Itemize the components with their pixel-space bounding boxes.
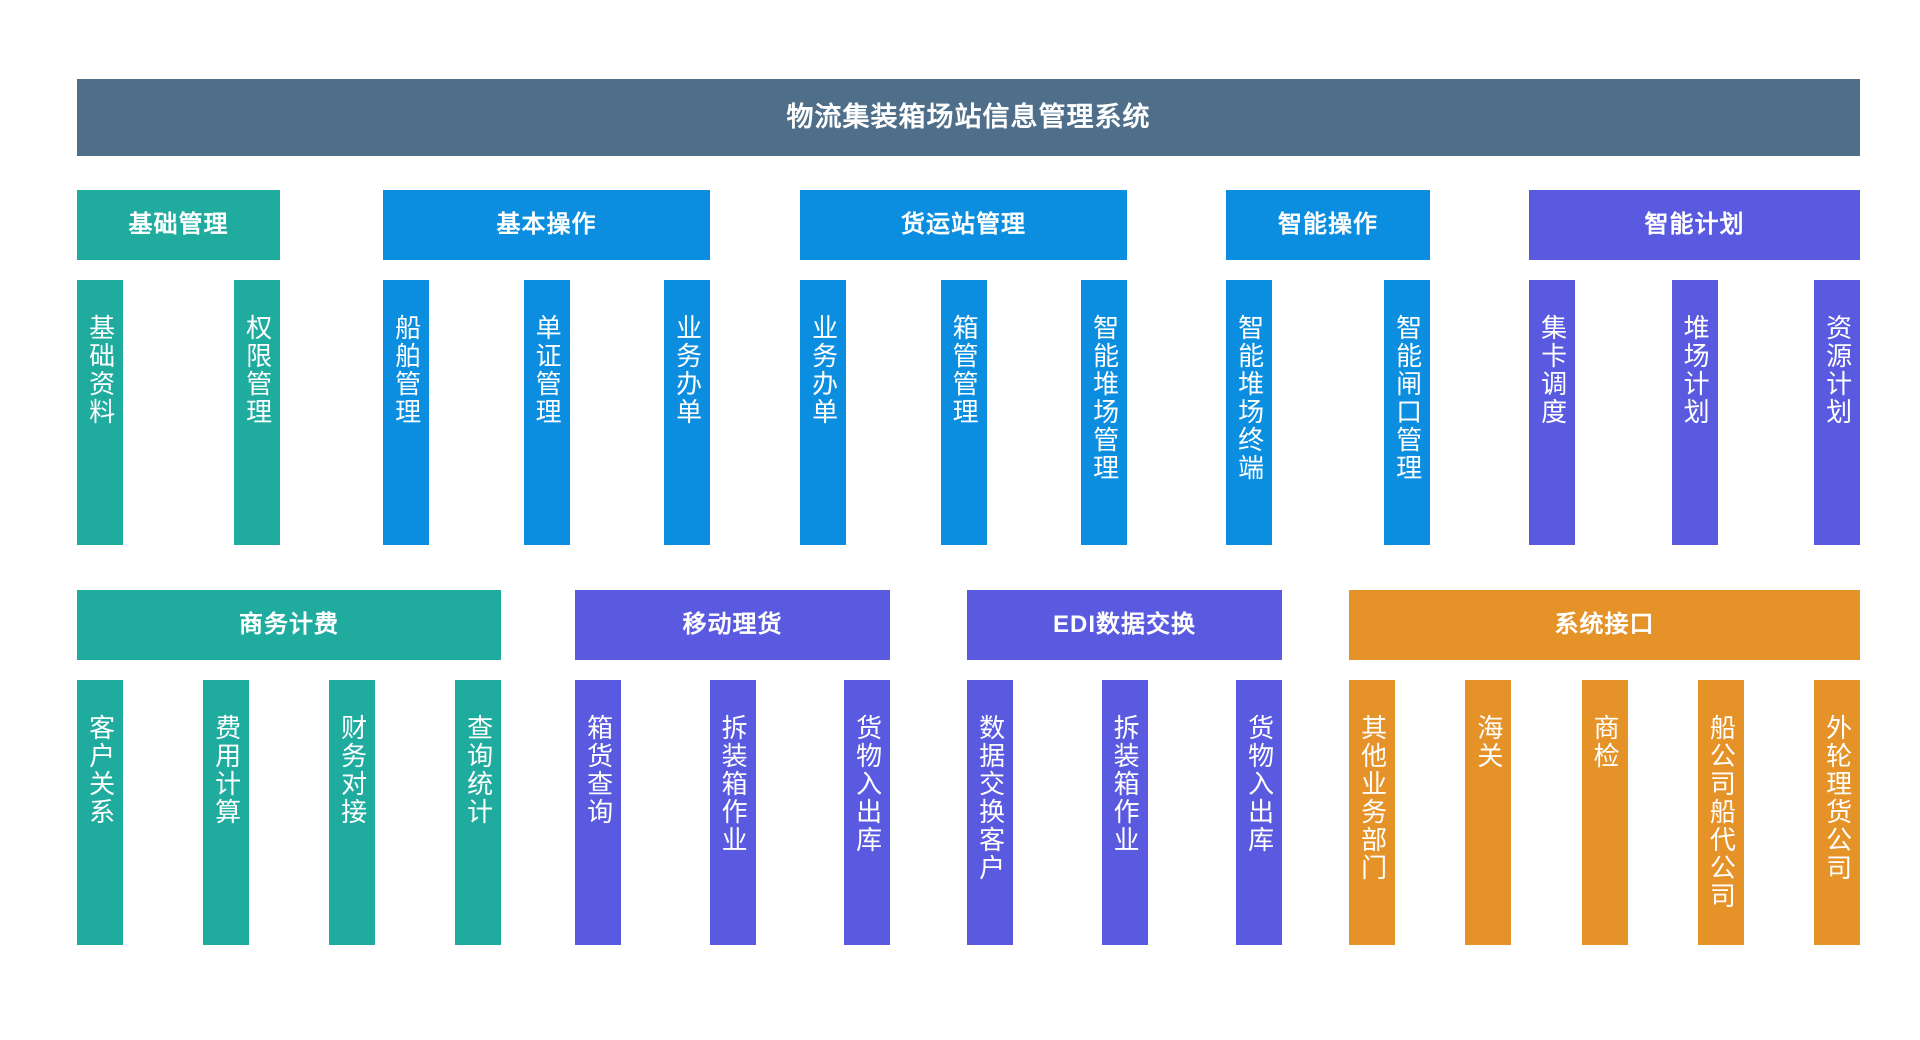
module-item-label: 单证管理 (532, 314, 563, 426)
module-item-label: 业务办单 (808, 314, 839, 426)
group-items: 集卡调度 堆场计划 资源计划 (1529, 280, 1860, 545)
module-item[interactable]: 业务办单 (664, 280, 710, 545)
module-item-label: 财务对接 (337, 714, 368, 826)
module-item[interactable]: 智能堆场终端 (1226, 280, 1272, 545)
module-group-3: 货运站管理业务办单 箱管管理 智能堆场管理 (800, 190, 1127, 545)
module-item[interactable]: 箱货查询 (575, 680, 621, 945)
group-items: 数据交换客户 拆装箱作业 货物入出库 (967, 680, 1282, 945)
module-item[interactable]: 基础资料 (77, 280, 123, 545)
module-item-label: 智能堆场管理 (1089, 314, 1120, 482)
group-header-label: 智能操作 (1278, 211, 1378, 238)
page-title: 物流集装箱场站信息管理系统 (786, 102, 1151, 132)
module-group-1: 商务计费客户关系 费用计算 财务对接 查询统计 (77, 590, 501, 945)
module-row-1: 基础管理基础资料 权限管理 基本操作船舶管理 单证管理 业务办单 货运站管理业务办单 箱管管… (0, 190, 1920, 546)
module-group-2: 基本操作船舶管理 单证管理 业务办单 (383, 190, 710, 545)
module-item-label: 拆装箱作业 (718, 714, 749, 854)
group-header[interactable]: 系统接口 (1349, 590, 1860, 660)
module-item[interactable]: 查询统计 (455, 680, 501, 945)
group-items: 基础资料 权限管理 (77, 280, 280, 545)
group-header[interactable]: EDI数据交换 (967, 590, 1282, 660)
module-item[interactable]: 外轮理货公司 (1814, 680, 1860, 945)
module-item[interactable]: 资源计划 (1814, 280, 1860, 545)
module-item-label: 查询统计 (463, 714, 494, 826)
module-item-label: 权限管理 (242, 314, 273, 426)
module-item-label: 其他业务部门 (1357, 714, 1388, 882)
module-item[interactable]: 智能闸口管理 (1384, 280, 1430, 545)
group-header[interactable]: 基本操作 (383, 190, 710, 260)
group-items: 智能堆场终端 智能闸口管理 (1226, 280, 1430, 545)
module-item-label: 费用计算 (211, 714, 242, 826)
module-item[interactable]: 单证管理 (523, 280, 570, 545)
group-items: 船舶管理 单证管理 业务办单 (383, 280, 710, 545)
group-header-label: EDI数据交换 (1052, 611, 1196, 638)
group-header[interactable]: 智能计划 (1529, 190, 1860, 260)
group-header-label: 基本操作 (496, 211, 597, 238)
module-item-label: 基础资料 (85, 314, 116, 426)
module-item[interactable]: 客户关系 (77, 680, 123, 945)
group-items: 箱货查询 拆装箱作业 货物入出库 (575, 680, 890, 945)
module-item[interactable]: 智能堆场管理 (1081, 280, 1127, 545)
group-header-label: 移动理货 (682, 611, 783, 638)
module-group-4: 系统接口其他业务部门 海关 商检 船公司船代公司 外轮理货公司 (1349, 590, 1860, 945)
module-item[interactable]: 货物入出库 (844, 680, 890, 945)
module-item-label: 货物入出库 (852, 714, 883, 854)
module-group-4: 智能操作智能堆场终端 智能闸口管理 (1226, 190, 1430, 545)
module-item[interactable]: 数据交换客户 (967, 680, 1013, 945)
group-header-label: 商务计费 (239, 611, 339, 638)
module-item-label: 数据交换客户 (975, 714, 1006, 882)
group-header-label: 系统接口 (1554, 611, 1655, 638)
module-item[interactable]: 集卡调度 (1529, 280, 1575, 545)
group-items: 客户关系 费用计算 财务对接 查询统计 (77, 680, 501, 945)
group-header[interactable]: 智能操作 (1226, 190, 1430, 260)
module-item-label: 智能堆场终端 (1234, 314, 1265, 482)
group-header-label: 智能计划 (1644, 211, 1745, 238)
module-item-label: 商检 (1590, 714, 1621, 770)
module-item[interactable]: 权限管理 (234, 280, 280, 545)
module-item-label: 海关 (1473, 714, 1504, 770)
module-item-label: 堆场计划 (1680, 314, 1711, 426)
module-item[interactable]: 船公司船代公司 (1697, 680, 1744, 945)
module-item[interactable]: 箱管管理 (940, 280, 987, 545)
module-group-3: EDI数据交换数据交换客户 拆装箱作业 货物入出库 (967, 590, 1282, 945)
group-header[interactable]: 基础管理 (77, 190, 280, 260)
module-group-2: 移动理货箱货查询 拆装箱作业 货物入出库 (575, 590, 890, 945)
module-item-label: 拆装箱作业 (1110, 714, 1141, 854)
group-header[interactable]: 货运站管理 (800, 190, 1127, 260)
group-header-label: 货运站管理 (901, 211, 1026, 238)
group-header[interactable]: 商务计费 (77, 590, 501, 660)
module-item[interactable]: 费用计算 (203, 680, 249, 945)
module-item-label: 箱管管理 (949, 314, 980, 426)
module-item[interactable]: 拆装箱作业 (1101, 680, 1148, 945)
module-item[interactable]: 商检 (1581, 680, 1628, 945)
module-item-label: 外轮理货公司 (1822, 714, 1853, 882)
module-item-label: 集卡调度 (1537, 314, 1568, 426)
module-item[interactable]: 财务对接 (329, 680, 375, 945)
group-header[interactable]: 移动理货 (575, 590, 890, 660)
module-group-1: 基础管理基础资料 权限管理 (77, 190, 280, 545)
module-item-label: 船公司船代公司 (1706, 714, 1737, 910)
module-item[interactable]: 货物入出库 (1236, 680, 1282, 945)
group-header-label: 基础管理 (128, 211, 229, 238)
module-item[interactable]: 拆装箱作业 (709, 680, 756, 945)
module-item[interactable]: 海关 (1465, 680, 1512, 945)
module-item[interactable]: 堆场计划 (1671, 280, 1718, 545)
module-item-label: 船舶管理 (391, 314, 422, 426)
module-group-5: 智能计划集卡调度 堆场计划 资源计划 (1529, 190, 1860, 545)
module-item[interactable]: 船舶管理 (383, 280, 429, 545)
module-item-label: 客户关系 (85, 714, 116, 826)
module-item-label: 业务办单 (672, 314, 703, 426)
module-item[interactable]: 业务办单 (800, 280, 846, 545)
module-item[interactable]: 其他业务部门 (1349, 680, 1395, 945)
module-item-label: 智能闸口管理 (1392, 314, 1423, 482)
module-item-label: 货物入出库 (1244, 714, 1275, 854)
module-item-label: 资源计划 (1822, 314, 1853, 426)
group-items: 业务办单 箱管管理 智能堆场管理 (800, 280, 1127, 545)
group-items: 其他业务部门 海关 商检 船公司船代公司 外轮理货公司 (1349, 680, 1860, 945)
module-item-label: 箱货查询 (583, 714, 614, 826)
system-title-bar: 物流集装箱场站信息管理系统 (77, 79, 1860, 156)
